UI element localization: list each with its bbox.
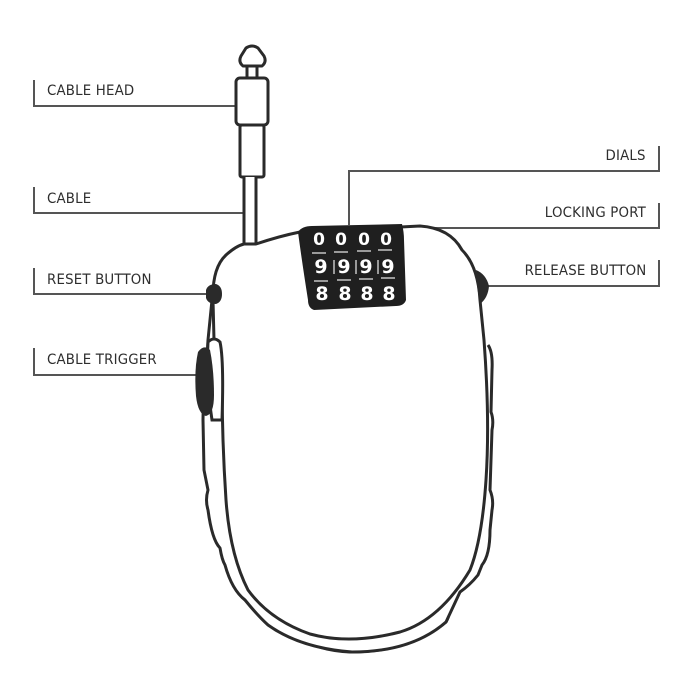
dials-panel	[298, 224, 406, 310]
dial-separators	[312, 249, 395, 282]
label-cable: CABLE	[47, 191, 92, 207]
dial-digit: 8	[382, 283, 395, 305]
leader-cable-trigger	[33, 348, 196, 376]
dial-digit: 0	[335, 230, 347, 250]
cable-head	[234, 44, 270, 179]
leader-lines	[33, 80, 660, 376]
dial-digit: 0	[380, 230, 392, 250]
release-button-shape	[476, 270, 489, 304]
cable-head-body	[234, 76, 270, 127]
leader-locking-port	[430, 203, 660, 229]
body-front	[211, 224, 490, 641]
label-dials: DIALS	[605, 148, 646, 164]
cable-head-neck	[245, 64, 259, 80]
dial-digit: 8	[360, 283, 373, 305]
cable-head-sleeve	[238, 123, 266, 179]
dial-digit: 9	[337, 256, 350, 278]
dial-digit: 8	[315, 283, 328, 305]
dial-digit: 9	[381, 256, 394, 278]
leader-dials	[348, 146, 660, 225]
dial-digit: 0	[358, 230, 370, 250]
cable	[242, 177, 258, 252]
cable-trigger-shape	[195, 337, 225, 422]
dial-digit: 8	[338, 283, 351, 305]
reset-button-shape	[206, 284, 222, 304]
cable-line	[242, 177, 258, 252]
label-cable-trigger: CABLE TRIGGER	[47, 352, 157, 368]
dial-digit: 0	[313, 230, 325, 250]
label-locking-port: LOCKING PORT	[544, 205, 646, 221]
lock-body	[201, 224, 495, 654]
label-reset-button: RESET BUTTON	[47, 272, 152, 288]
label-cable-head: CABLE HEAD	[47, 83, 135, 99]
dial-digit: 9	[314, 256, 327, 278]
leader-cable	[33, 187, 245, 214]
leader-reset-button	[33, 268, 208, 295]
leader-release-button	[487, 260, 660, 287]
dial-digit: 9	[359, 256, 372, 278]
leader-cable-head	[33, 80, 236, 107]
label-release-button: RELEASE BUTTON	[524, 263, 646, 279]
cable-head-cap	[238, 44, 267, 68]
